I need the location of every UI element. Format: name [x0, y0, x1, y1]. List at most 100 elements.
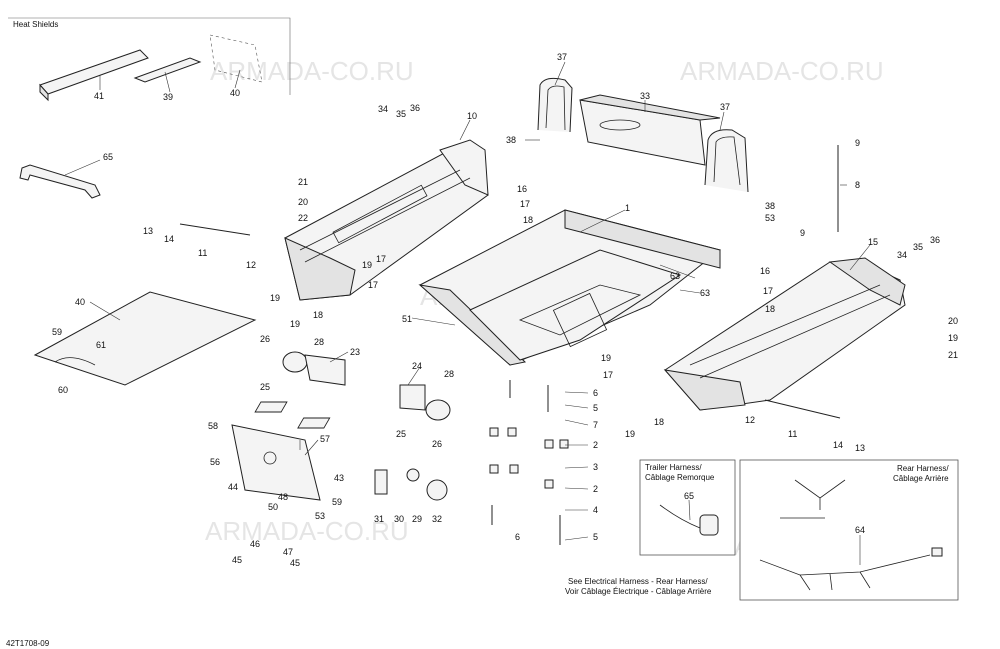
right-rail-15: [663, 257, 906, 411]
part-label: 17: [763, 286, 773, 296]
part-label: 19: [948, 333, 958, 343]
part-label: 5: [593, 532, 598, 542]
diagram-id: 42T1708-09: [6, 639, 50, 648]
part-label: 60: [58, 385, 68, 395]
rod-11-right: [764, 399, 841, 419]
part-label: 45: [290, 558, 300, 568]
part-label: 9: [855, 138, 860, 148]
watermark-text: ARMADA-CO.RU: [210, 56, 414, 86]
part-label: 14: [833, 440, 843, 450]
part-label: 57: [320, 434, 330, 444]
part-label: 40: [75, 297, 85, 307]
part-label: 36: [410, 103, 420, 113]
part-label: 46: [250, 539, 260, 549]
part-label: 26: [260, 334, 270, 344]
part-label: 23: [350, 347, 360, 357]
part-label: 1: [625, 203, 630, 213]
plate-hole: [263, 451, 277, 465]
part-label: 59: [332, 497, 342, 507]
part-label: 7: [593, 420, 598, 430]
part-label: 56: [210, 457, 220, 467]
watermark-text: ARMADA-CO.RU: [680, 56, 884, 86]
part-label: 63: [670, 271, 680, 281]
part-label: 19: [290, 319, 300, 329]
trailer-harness-wire: [659, 504, 701, 529]
part-label: 18: [313, 310, 323, 320]
part-number-labels: 41 39 40 65 37 33 37 38 9 8 9 38 53 10 3…: [52, 52, 958, 568]
part-label: 53: [765, 213, 775, 223]
part-label: 36: [930, 235, 940, 245]
part-label: 18: [523, 215, 533, 225]
watermark-text: ARMADA-CO.RU: [205, 516, 409, 546]
part-label: 11: [198, 248, 207, 258]
handle-37-right: [704, 129, 749, 193]
part-label: 18: [765, 304, 775, 314]
part-label: 19: [625, 429, 635, 439]
part-label: 26: [432, 439, 442, 449]
part-label: 41: [94, 91, 104, 101]
part-label: 6: [593, 388, 598, 398]
part-label: 3: [593, 462, 598, 472]
part-32: [426, 479, 448, 501]
trailer-harness-box: Trailer Harness/ Câblage Remorque: [639, 459, 736, 556]
part-label: 12: [745, 415, 755, 425]
part-label: 9: [800, 228, 805, 238]
heat-shields-group: Heat Shields: [8, 17, 291, 102]
part-label: 13: [855, 443, 865, 453]
rod-11-left: [179, 223, 251, 236]
part-label: 21: [948, 350, 958, 360]
part-label: 13: [143, 226, 153, 236]
light-assembly-26: [282, 351, 451, 421]
part-label: 22: [298, 213, 308, 223]
left-rail-10: [284, 139, 489, 301]
part-label: 38: [765, 201, 775, 211]
part-label: 18: [654, 417, 664, 427]
rear-harness-connector: [931, 547, 943, 557]
part-label: 45: [232, 555, 242, 565]
heat-shield-41: [39, 49, 149, 95]
part-31: [374, 469, 388, 495]
part-label: 16: [517, 184, 527, 194]
part-label: 38: [506, 135, 516, 145]
part-label: 20: [948, 316, 958, 326]
part-label: 32: [432, 514, 442, 524]
part-label: 37: [720, 102, 730, 112]
rear-harness-title-fr: Câblage Arrière: [893, 474, 949, 483]
part-label: 47: [283, 547, 293, 557]
part-label: 25: [396, 429, 406, 439]
heat-shield-41-edge: [39, 83, 49, 102]
leader-lines: [64, 61, 871, 565]
part-label: 48: [278, 492, 288, 502]
part-label: 50: [268, 502, 278, 512]
part-label: 17: [603, 370, 613, 380]
mat-cutout-62: [54, 357, 96, 366]
part-label: 2: [593, 484, 598, 494]
part-label: 20: [298, 197, 308, 207]
part-label: 12: [246, 260, 256, 270]
part-label: 21: [298, 177, 308, 187]
trailer-harness-connector: [699, 514, 719, 536]
part-label: 16: [760, 266, 770, 276]
part-label: 40: [230, 88, 240, 98]
part-label: 4: [593, 505, 598, 515]
part-label: 17: [520, 199, 530, 209]
rear-harness-wire-main: [759, 554, 931, 576]
handle-37-right-inner: [713, 136, 741, 186]
part-label: 25: [260, 382, 270, 392]
heat-shields-title: Heat Shields: [13, 20, 58, 29]
rear-harness-wire-branches: [799, 571, 871, 591]
bumper-plate-33: [579, 94, 721, 166]
part-label: 17: [368, 280, 378, 290]
part-label: 44: [228, 482, 238, 492]
part-label: 65: [684, 491, 694, 501]
part-label: 64: [855, 525, 865, 535]
part-label: 31: [374, 514, 384, 524]
part-29: [406, 468, 420, 482]
part-label: 37: [557, 52, 567, 62]
bracket-65: [19, 164, 101, 199]
part-label: 34: [897, 250, 907, 260]
see-note-fr: Voir Câblage Électrique - Câblage Arrièr…: [565, 587, 712, 596]
rear-harness-title-en: Rear Harness/: [897, 464, 949, 473]
